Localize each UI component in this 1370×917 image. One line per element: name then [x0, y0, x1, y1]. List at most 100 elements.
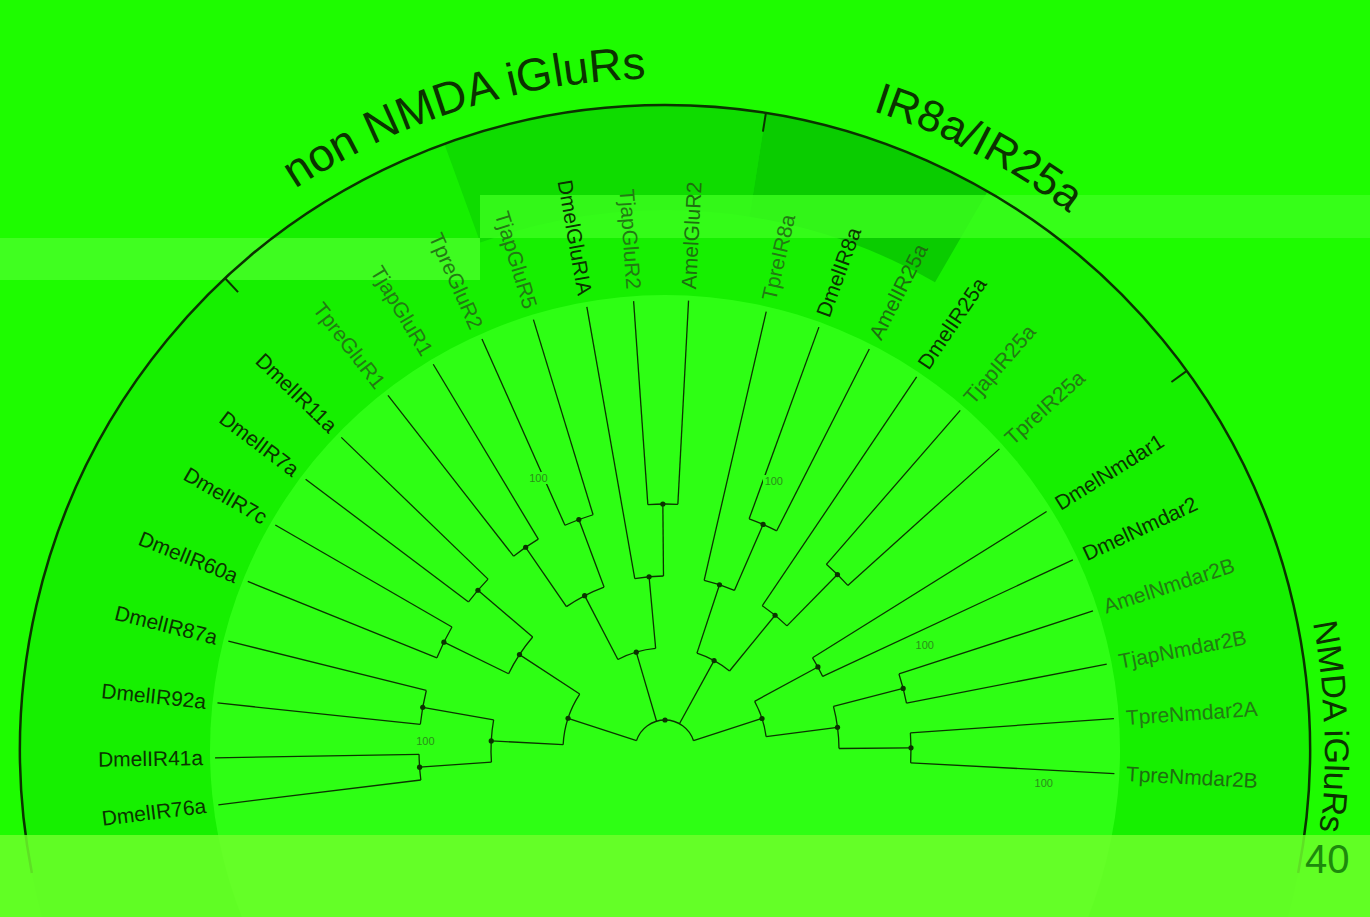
tree-branch — [215, 754, 419, 758]
leaf-label: DmelIR7c — [179, 463, 271, 530]
tree-branch — [749, 519, 777, 531]
tree-branch — [813, 658, 823, 677]
leaf-label: TpreGluR2 — [424, 229, 488, 333]
tree-branch — [766, 727, 837, 736]
tree-branch — [694, 718, 762, 740]
bootstrap-value: 100 — [527, 472, 549, 485]
tree-branch — [565, 515, 593, 526]
tree-branch — [587, 307, 635, 579]
tree-branch — [762, 606, 787, 626]
tree-branch — [433, 364, 538, 539]
arc-letter: G — [1320, 737, 1354, 763]
node-dot — [420, 705, 425, 710]
tree-branch — [755, 667, 818, 701]
tree-branch — [730, 615, 776, 671]
node-dot — [760, 522, 765, 527]
tree-branch — [823, 560, 1073, 677]
tree-branch — [563, 694, 580, 745]
node-dot — [908, 745, 913, 750]
bracket-tick — [763, 113, 766, 132]
node-dot — [475, 588, 480, 593]
tree-branch — [906, 664, 1106, 703]
arc-letter: l — [1319, 764, 1353, 772]
tree-branch — [899, 674, 907, 703]
arc-letter: R — [587, 40, 624, 89]
arc-letter: s — [622, 39, 647, 86]
node-dot — [759, 716, 764, 721]
leaf-label: DmelIR60a — [135, 526, 241, 588]
scan-band — [0, 238, 480, 280]
arc-letter — [1319, 719, 1353, 730]
leaf-label: TjapGluR1 — [365, 262, 437, 360]
tree-branch — [662, 504, 664, 576]
leaf-label: TpreGluR1 — [308, 298, 390, 394]
tree-branch — [678, 301, 689, 505]
tree-branch — [437, 627, 452, 658]
leaf-label: TpreNmdar2A — [1125, 697, 1258, 730]
node-dot — [565, 716, 570, 721]
leaf-label: AmelGluR2 — [677, 181, 707, 289]
tree-branch — [491, 741, 563, 745]
tree-branch — [423, 707, 494, 720]
tree-branch — [341, 437, 488, 579]
tree-branch — [585, 596, 618, 660]
leaf-label: DmelIR25a — [913, 273, 992, 374]
tree-branch — [826, 410, 960, 564]
node-dot — [517, 652, 522, 657]
node-dot — [489, 738, 494, 743]
node-dot — [815, 664, 820, 669]
node-dot — [711, 658, 716, 663]
tree-branch — [566, 587, 604, 607]
leaf-label: DmelNmdar1 — [1050, 429, 1168, 515]
tree-branch — [762, 377, 916, 606]
tree-branch — [911, 763, 1115, 774]
tree-branch — [478, 590, 533, 637]
tree-branch — [636, 720, 693, 741]
tree-branch — [275, 525, 452, 627]
tree-branch — [469, 579, 489, 602]
node-dot — [646, 574, 651, 579]
node-dot — [634, 650, 639, 655]
tree — [215, 301, 1114, 805]
leaf-label: DmelIR92a — [100, 679, 207, 714]
clade-bracket — [20, 105, 1310, 873]
scan-band — [0, 835, 1370, 917]
tree-branch — [306, 479, 469, 602]
tree-branch — [755, 701, 766, 736]
tree-branch — [697, 585, 720, 653]
tree-branch — [526, 547, 567, 606]
tree-branch — [509, 637, 533, 674]
tree-branch — [679, 661, 714, 724]
tree-branch — [444, 642, 509, 674]
tree-branch — [482, 339, 565, 525]
tree-branch — [777, 349, 870, 531]
tree-branch — [697, 653, 730, 671]
arc-letter: M — [1312, 643, 1350, 676]
leaf-label: TjapGluR2 — [614, 188, 645, 290]
node-dot — [660, 501, 665, 506]
tree-branch — [218, 780, 420, 805]
leaf-label: TpreIR8a — [757, 212, 800, 303]
leaf-label: DmelNmdar2 — [1079, 492, 1201, 566]
bracket-tick — [225, 278, 238, 292]
node-dot — [576, 517, 581, 522]
node-dot — [582, 593, 587, 598]
leaf-label: DmelIR87a — [112, 601, 220, 650]
node-dot — [662, 717, 667, 722]
tree-branch — [388, 395, 514, 556]
leaf-label: TjapGluR5 — [489, 209, 541, 312]
leaf-label: TjapNmdar2B — [1116, 625, 1248, 673]
leaf-label: TpreNmdar2B — [1126, 762, 1259, 793]
tree-branch — [749, 327, 819, 519]
tree-branch — [420, 762, 492, 767]
leaf-label: DmelGluRIA — [552, 178, 596, 297]
bootstrap-value: 100 — [914, 639, 936, 652]
node-dot — [835, 725, 840, 730]
arc-letter: R — [1317, 790, 1353, 817]
tree-branch — [420, 690, 426, 724]
bootstrap-value: 100 — [414, 735, 436, 748]
bootstrap-value: 100 — [763, 475, 785, 488]
tree-branch — [636, 652, 656, 721]
tree-branch — [514, 539, 539, 556]
